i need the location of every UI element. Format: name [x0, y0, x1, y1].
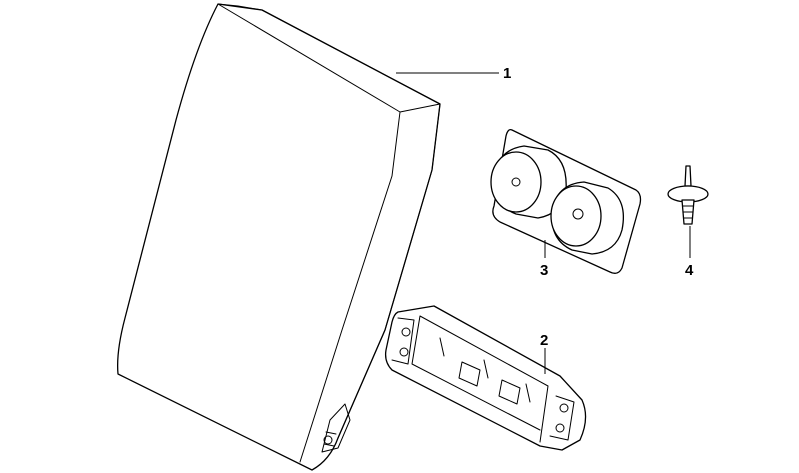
part-3-left-buffer-cap	[490, 151, 542, 213]
callout-4: 4	[685, 262, 694, 279]
callout-2: 2	[540, 332, 548, 349]
part-2-bracket[interactable]	[384, 305, 587, 451]
part-2-ribs	[439, 337, 531, 403]
part-2-left-tab	[391, 317, 415, 365]
part-2-left-hole-bottom	[399, 347, 409, 357]
part-2-right-tab	[549, 395, 575, 441]
part-2-right-hole-top	[559, 403, 569, 413]
part-4-ribs	[682, 205, 694, 219]
part-4-pin	[684, 165, 692, 187]
part-1-outline	[117, 3, 441, 471]
part-3-buffer-plate[interactable]	[490, 128, 642, 274]
part-2-outline	[384, 305, 587, 451]
part-2-slot-2	[498, 379, 521, 405]
part-2-slot-1	[458, 361, 481, 387]
callout-3: 3	[540, 262, 548, 279]
part-1-clip	[321, 403, 351, 453]
part-1-clip-hole	[323, 435, 333, 445]
part-3-right-buffer-cap	[550, 185, 602, 247]
part-1-cushion[interactable]	[117, 3, 441, 471]
part-4-rivet[interactable]	[667, 165, 709, 225]
part-1-front-edge	[299, 111, 401, 463]
part-3-right-buffer-hole	[572, 208, 584, 220]
part-1-top-bevel	[217, 3, 441, 113]
part-2-inner-channel	[411, 315, 549, 443]
part-1-side-edge	[337, 103, 441, 439]
part-2-left-hole-top	[401, 327, 411, 337]
part-2-right-hole-bottom	[555, 423, 565, 433]
callout-1: 1	[503, 65, 511, 82]
part-3-left-buffer-hole	[511, 177, 521, 187]
